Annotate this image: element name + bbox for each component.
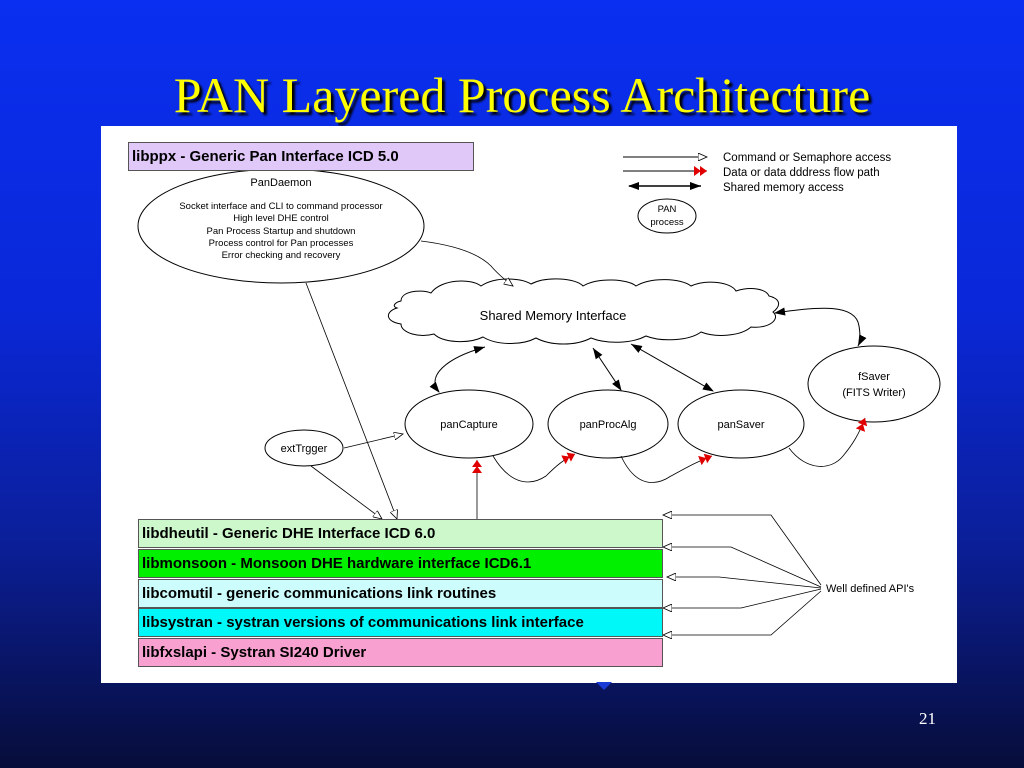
exttrgger-to-libdheutil-arrow (310, 465, 382, 519)
pandaemon-line-3: Pan Process Startup and shutdown (207, 226, 356, 237)
api-arrow-2 (663, 547, 822, 588)
legend-data-label: Data or data dddress flow path (723, 167, 880, 179)
api-arrow-4 (663, 588, 822, 608)
api-label: Well defined API's (826, 583, 915, 595)
fsaver-label-2: (FITS Writer) (842, 387, 905, 399)
panprocalg-label: panProcAlg (580, 419, 637, 431)
exttrgger-label: extTrgger (281, 443, 328, 455)
pansaver-to-fsaver-flow (788, 417, 868, 467)
pancapture-to-panprocalg-flow (492, 452, 576, 483)
libdheutil-box: libdheutil - Generic DHE Interface ICD 6… (138, 519, 663, 548)
pandaemon-line-4: Process control for Pan processes (209, 238, 354, 249)
api-arrow-libdheutil (771, 514, 821, 516)
libcomutil-box: libcomutil - generic communications link… (138, 579, 663, 608)
fsaver-node (807, 345, 941, 423)
page-number: 21 (919, 709, 936, 728)
libsystran-box: libsystran - systran versions of communi… (138, 608, 663, 637)
legend-pan-process-label-1: PAN (658, 204, 677, 215)
legend-command-label: Command or Semaphore access (723, 152, 891, 164)
panel-notch (596, 682, 612, 690)
pandaemon-to-shared-memory-arrow (420, 240, 513, 286)
pandaemon-to-libdheutil-arrow (305, 282, 397, 519)
shared-memory-fsaver-link (774, 307, 867, 347)
shared-memory-cloud (361, 266, 396, 351)
legend-pan-process-node (637, 198, 697, 234)
exttrgger-to-pancapture-arrow (343, 434, 403, 449)
exttrgger-node (264, 429, 344, 467)
api-arrow-1 (663, 515, 822, 586)
libmonsoon-box: libmonsoon - Monsoon DHE hardware interf… (138, 549, 663, 578)
pancapture-label: panCapture (440, 419, 498, 431)
legend-pan-process-label-2: process (650, 217, 684, 228)
pandaemon-title: PanDaemon (250, 177, 311, 189)
pansaver-node (677, 389, 805, 459)
pandaemon-line-5: Error checking and recovery (222, 250, 341, 261)
fsaver-label-1: fSaver (858, 371, 890, 383)
architecture-diagram: Command or Semaphore access Data or data… (101, 126, 957, 683)
diagram-canvas: Command or Semaphore access Data or data… (137, 152, 941, 683)
api-arrow-5 (663, 590, 822, 635)
pandaemon-line-2: High level DHE control (233, 213, 329, 224)
pansaver-label: panSaver (717, 419, 764, 431)
shared-memory-cloud-shape (388, 278, 779, 345)
libppx-box: libppx - Generic Pan Interface ICD 5.0 (128, 142, 474, 171)
panprocalg-to-pansaver-flow (620, 453, 713, 483)
slide-title: PAN Layered Process Architecture (173, 67, 871, 123)
shared-memory-pansaver-link (630, 343, 714, 392)
shared-memory-panprocalg-link (592, 347, 622, 391)
legend-shared-label: Shared memory access (723, 182, 844, 194)
pandaemon-line-1: Socket interface and CLI to command proc… (179, 201, 382, 212)
shared-memory-pancapture-link (429, 346, 486, 393)
libfxslapi-box: libfxslapi - Systran SI240 Driver (138, 638, 663, 667)
shared-memory-label: Shared Memory Interface (480, 308, 627, 323)
api-arrow-3 (667, 577, 822, 589)
